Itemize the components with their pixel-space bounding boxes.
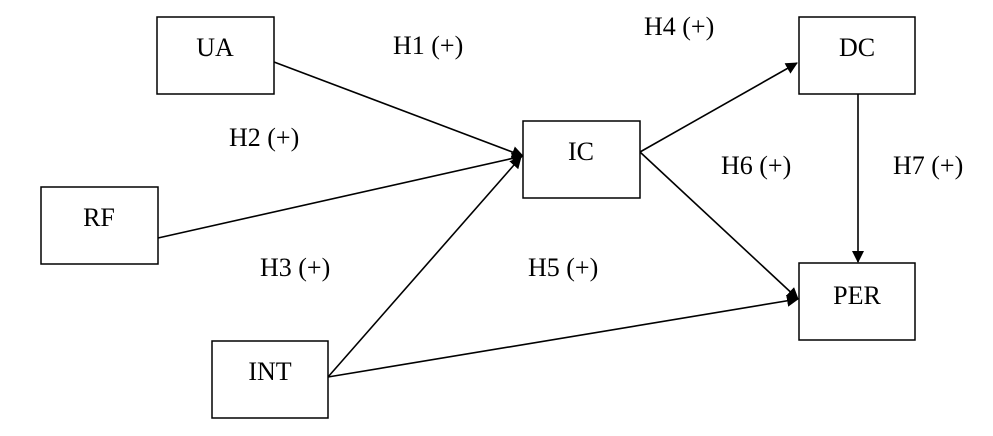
node-dc-box	[798, 16, 916, 95]
node-ua-label: UA	[196, 33, 234, 62]
node-rf-box	[40, 186, 159, 265]
node-ua-box	[156, 16, 275, 95]
node-dc-label: DC	[839, 33, 875, 62]
node-int-box	[211, 340, 329, 419]
edge-h1-ua-to-ic	[273, 61, 524, 158]
label-h2: H2 (+)	[229, 123, 299, 152]
node-int-label: INT	[248, 357, 291, 386]
edge-h3-int-to-ic	[327, 156, 522, 378]
label-h1: H1 (+)	[393, 31, 463, 60]
node-ic: IC	[522, 120, 641, 199]
label-h3: H3 (+)	[260, 253, 330, 282]
edge-h6-ic-to-per	[639, 151, 799, 300]
node-per: PER	[798, 262, 916, 341]
node-dc: DC	[798, 16, 916, 95]
edge-h4-ic-to-dc	[639, 62, 798, 153]
node-per-box	[798, 262, 916, 341]
node-rf-label: RF	[83, 203, 115, 232]
node-rf: RF	[40, 186, 159, 265]
node-per-label: PER	[833, 281, 881, 310]
edges	[157, 61, 864, 378]
node-ua: UA	[156, 16, 275, 95]
label-h5: H5 (+)	[528, 253, 598, 282]
edge-h2-rf-to-ic	[157, 152, 524, 239]
edge-labels: H1 (+) H2 (+) H3 (+) H4 (+) H5 (+) H6 (+…	[229, 12, 963, 282]
node-int: INT	[211, 340, 329, 419]
node-ic-box	[522, 120, 641, 199]
edge-h5-int-to-per	[327, 294, 799, 378]
label-h4: H4 (+)	[644, 12, 714, 41]
label-h7: H7 (+)	[893, 151, 963, 180]
node-ic-label: IC	[568, 137, 594, 166]
label-h6: H6 (+)	[721, 151, 791, 180]
